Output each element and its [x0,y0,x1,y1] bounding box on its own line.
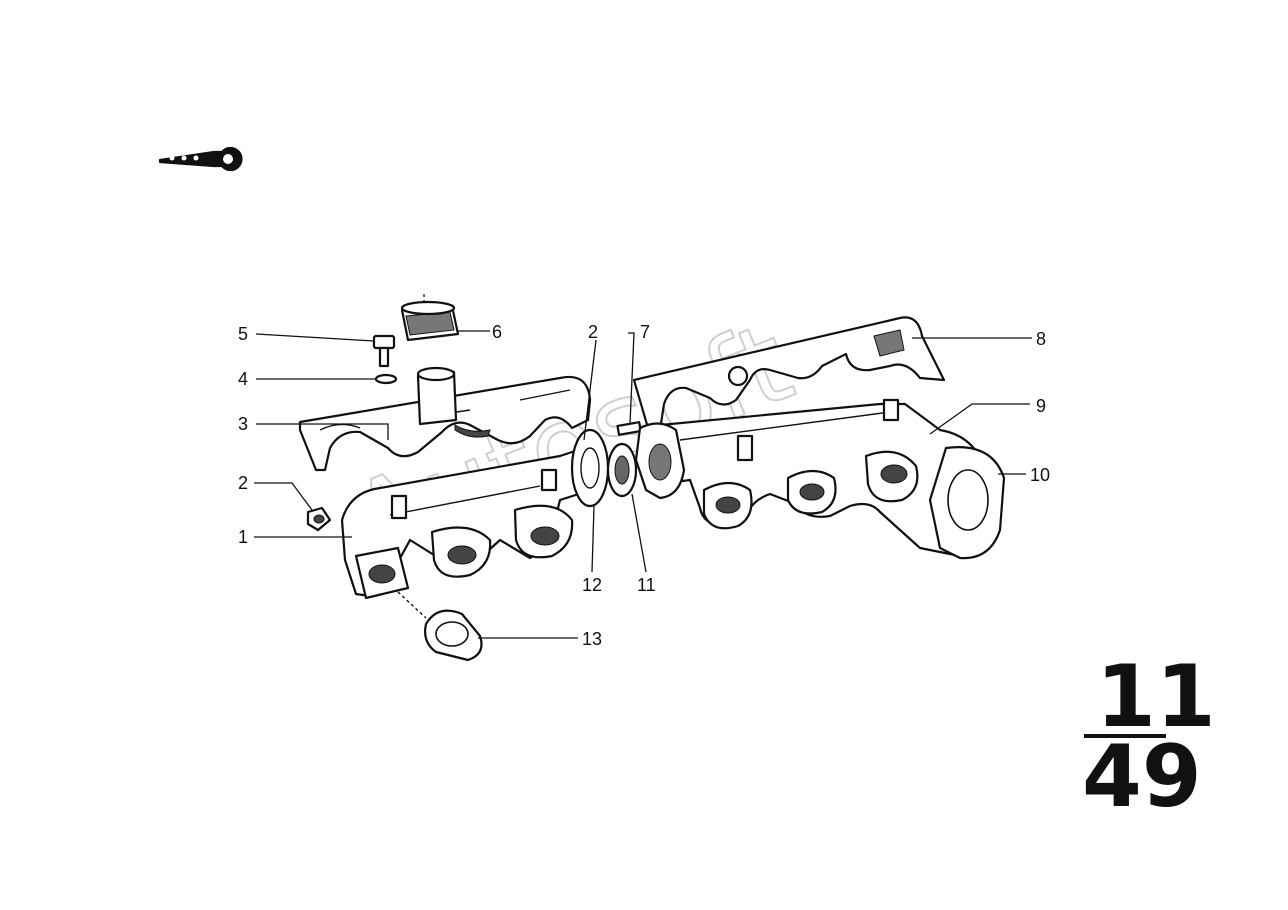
gasket-part-10 [928,446,1006,560]
callout-1: 1 [238,527,248,547]
bolt-part-5 [372,334,396,368]
callout-7: 7 [640,322,650,342]
callout-10: 10 [1030,465,1050,485]
callout-6: 6 [492,322,502,342]
page-number: 49 [1082,727,1202,827]
heat-shield-right [632,316,946,432]
key-icon [158,146,243,172]
callout-8: 8 [1036,329,1046,349]
leader-lines [254,294,1032,639]
gasket-part-13 [397,591,483,662]
washer-part-4 [374,373,398,385]
callout-4: 4 [238,369,248,389]
callout-9: 9 [1036,396,1046,416]
callout-13: 13 [582,629,602,649]
sleeve-part-6 [400,300,460,342]
callout-12: 12 [582,575,602,595]
ring-part-11 [606,442,638,498]
pipe-stub [416,366,458,426]
page-group: 11 [1096,647,1216,747]
bolt-part-7 [616,421,642,436]
nut-part-2 [306,506,332,532]
callout-5: 5 [238,324,248,344]
callout-2-top: 2 [588,322,598,342]
page-number-block: 11 49 [1082,647,1216,827]
exhaust-manifold-right [634,398,1002,558]
callout-2-left: 2 [238,473,248,493]
exhaust-manifold-left [340,448,592,600]
flange-part-12 [570,428,610,508]
callout-11: 11 [637,575,656,595]
callout-3: 3 [238,414,248,434]
